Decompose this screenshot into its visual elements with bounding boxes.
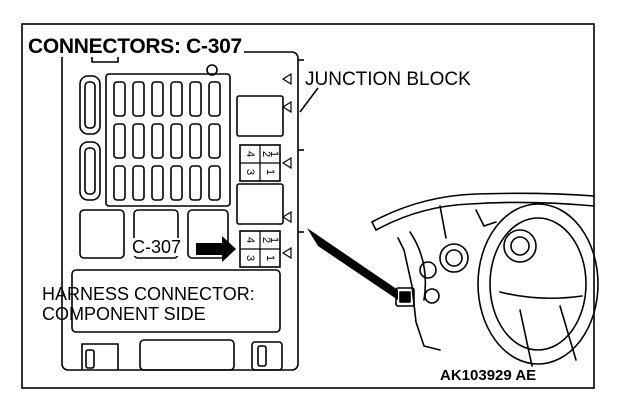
pin-number: 1 bbox=[268, 237, 280, 243]
pin-number: 1 bbox=[268, 151, 280, 157]
pin-number: 2 bbox=[260, 151, 272, 157]
fuse-slot bbox=[170, 81, 183, 117]
pin-number: 3 bbox=[244, 255, 256, 261]
connector-c307 bbox=[239, 230, 281, 268]
fuse-slot bbox=[151, 81, 164, 117]
pin-number: 1 bbox=[264, 255, 276, 261]
fuse-slot bbox=[132, 81, 145, 117]
fuse-slot bbox=[151, 123, 164, 159]
steering-wheel bbox=[477, 203, 599, 365]
harness-label-line2: COMPONENT SIDE bbox=[42, 304, 206, 324]
connector-upper bbox=[239, 144, 281, 182]
fuse-slot bbox=[132, 123, 145, 159]
lower-box-2 bbox=[133, 209, 179, 259]
lower-box-1 bbox=[79, 209, 125, 259]
side-triangle bbox=[281, 72, 292, 86]
figure-code: AK103929 AE bbox=[440, 367, 537, 384]
pin-number: 4 bbox=[244, 151, 256, 157]
side-triangle bbox=[281, 100, 292, 114]
location-wedge bbox=[307, 228, 398, 300]
fuse-slot bbox=[113, 165, 126, 201]
gauge-right bbox=[503, 229, 537, 263]
c307-arrow bbox=[196, 236, 236, 262]
fuse-slot bbox=[132, 165, 145, 201]
harness-label-line1: HARNESS CONNECTOR: bbox=[42, 284, 255, 304]
fuse-slot bbox=[208, 81, 221, 117]
fuse-grid bbox=[113, 81, 221, 201]
dashboard-illustration bbox=[371, 192, 599, 367]
side-triangle bbox=[281, 246, 292, 260]
fuse-slot bbox=[170, 123, 183, 159]
relay-box-top bbox=[236, 95, 284, 137]
fuse-slot-left-bottom bbox=[79, 141, 101, 201]
fuse-slot bbox=[113, 81, 126, 117]
fuse-slot-left-top bbox=[79, 75, 101, 135]
pin-number: 2 bbox=[260, 237, 272, 243]
pin-number: 1 bbox=[264, 169, 276, 175]
fuse-slot bbox=[151, 165, 164, 201]
pin-number: 3 bbox=[244, 169, 256, 175]
fuse-slot bbox=[208, 165, 221, 201]
relay-box-middle bbox=[236, 183, 284, 225]
fuse-slot bbox=[189, 123, 202, 159]
side-triangles bbox=[281, 72, 292, 260]
gauge-left bbox=[439, 243, 469, 273]
fuse-slot bbox=[113, 123, 126, 159]
harness-connector-label: HARNESS CONNECTOR: COMPONENT SIDE bbox=[42, 284, 255, 324]
figure-title: CONNECTORS: C-307 bbox=[26, 35, 244, 58]
lower-box-3 bbox=[187, 209, 229, 259]
side-triangle bbox=[281, 210, 292, 224]
fuse-slot bbox=[189, 81, 202, 117]
side-triangle bbox=[281, 156, 292, 170]
fuse-slot bbox=[208, 123, 221, 159]
pin-number: 4 bbox=[244, 237, 256, 243]
junction-block-label: JUNCTION BLOCK bbox=[305, 69, 471, 90]
junction-leader bbox=[299, 87, 319, 113]
fuse-slot bbox=[189, 165, 202, 201]
fuse-slot bbox=[170, 165, 183, 201]
connector-callout-label: C-307 bbox=[131, 237, 183, 257]
fuse-block bbox=[105, 73, 231, 207]
